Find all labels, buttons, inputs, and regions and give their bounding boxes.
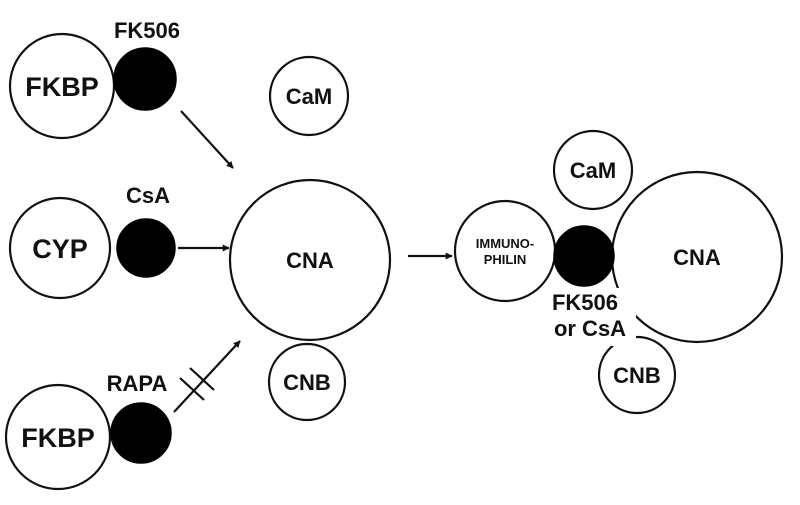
csa-label: CsA (126, 183, 170, 208)
cyp-circle (8, 196, 112, 300)
fkbp-rapa-complex: FKBP RAPA (4, 371, 172, 491)
block-bars (179, 367, 215, 401)
drug-label-line2: or CsA (554, 316, 626, 341)
fkbp-circle-bottom (4, 383, 112, 491)
cyp-label: CYP (32, 234, 88, 264)
rapa-drug-dot (110, 402, 172, 464)
ternary-complex: IMMUNO- PHILIN CNA CaM CNB FK506 or CsA (453, 129, 784, 415)
fk506-drug-dot (113, 47, 177, 111)
cnb-label-complex: CNB (613, 363, 661, 388)
calcineurin-center: CaM CNA CNB (228, 55, 392, 422)
cyp-csa-complex: CYP CsA (8, 183, 176, 300)
block-bar-1 (179, 377, 205, 401)
drug-label-line1: FK506 (552, 290, 618, 315)
fkbp-fk506-complex: FKBP FK506 (8, 18, 180, 140)
cnb-circle-complex (597, 335, 677, 415)
fkbp-label-bottom: FKBP (21, 423, 95, 453)
cam-label-complex: CaM (570, 158, 616, 183)
arrow-rapa-blocked (173, 340, 241, 413)
immunophilin-label-line1: IMMUNO- (476, 236, 535, 251)
cam-label-center: CaM (286, 84, 332, 109)
drug-dot-complex (553, 225, 615, 287)
cnb-circle-center (267, 342, 347, 422)
csa-drug-dot (116, 218, 176, 278)
cna-label-complex: CNA (673, 245, 721, 270)
drug-label-background (540, 288, 636, 346)
arrow-fk506-to-cna (180, 110, 234, 169)
cna-label-center: CNA (286, 248, 334, 273)
cam-circle-complex (552, 129, 634, 211)
rapa-label: RAPA (107, 371, 168, 396)
cna-circle-center (228, 178, 392, 342)
fkbp-label-top: FKBP (25, 72, 99, 102)
immunophilin-circle (453, 199, 557, 303)
fkbp-circle-top (8, 32, 116, 140)
fk506-label: FK506 (114, 18, 180, 43)
immunophilin-label-line2: PHILIN (484, 252, 527, 267)
cnb-label-center: CNB (283, 370, 331, 395)
block-bar-2 (189, 367, 215, 391)
cam-circle-center (268, 55, 350, 137)
